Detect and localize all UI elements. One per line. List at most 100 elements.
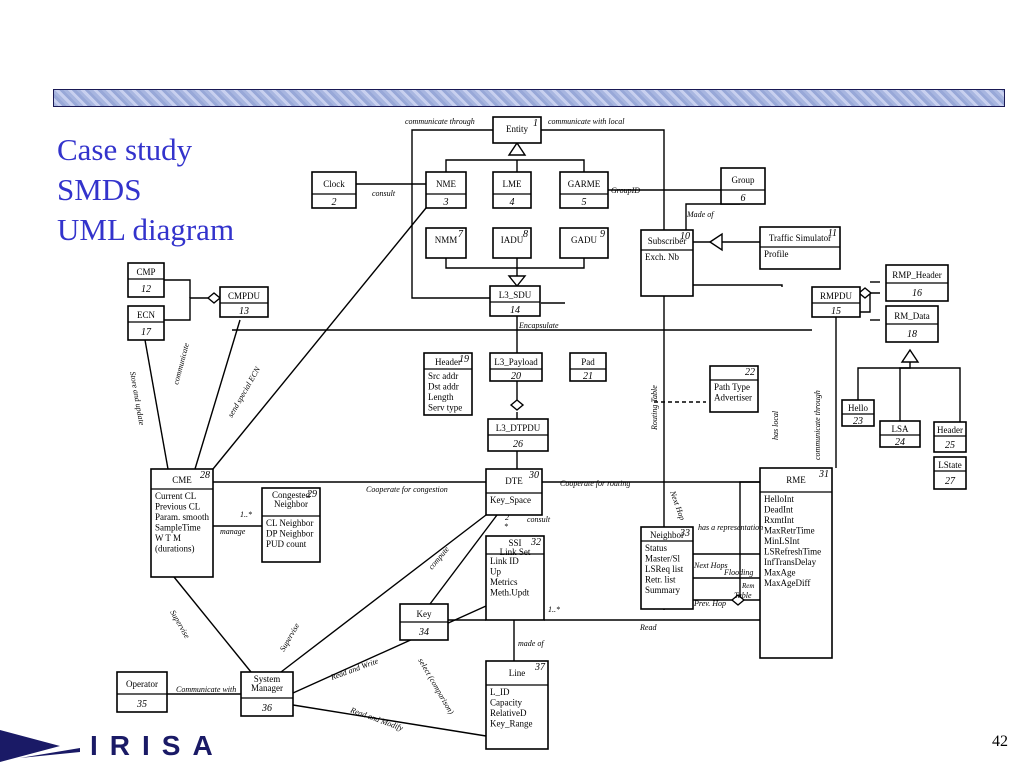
class-box [485,468,543,516]
class-number: 22 [745,367,755,378]
class-box [879,420,921,448]
class-name: L3_SDU [499,290,532,300]
class-name: SSI [508,538,521,548]
class-name: Subscriber [648,236,687,246]
class-name: Traffic Simulator [769,233,831,243]
association-label-store-and-update: Store and update [128,371,146,427]
association-label-made-of: Made of [686,210,715,219]
class-attribute: CL Neighbor [266,518,313,528]
class-name: GARME [568,179,601,189]
generalization-arrow [507,141,527,156]
connector-line [292,605,487,694]
class-name: CMPDU [228,291,261,301]
class-name: Pad [581,357,595,367]
class-name: Key [417,609,432,619]
class-number: 34 [418,627,429,638]
class-number: 17 [141,327,152,338]
association-label-has-a-representation: has a representation [698,523,763,532]
class-number: 13 [239,306,249,317]
connector-line [429,514,498,605]
association-label-communicate-with-local: communicate with local [548,117,625,126]
class-box [423,352,473,416]
header-banner [53,89,1005,107]
class-attribute: Key_Space [490,495,531,505]
class-number: 18 [907,329,917,340]
class-box [425,227,467,259]
class-box [841,399,875,427]
association-label-flooding: Flooding [723,568,753,577]
class-name: Line [509,668,526,678]
class-name: System [254,674,281,684]
class-attribute: RxmtInt [764,515,795,525]
class-box [425,171,467,209]
class-name: Neighbor [274,499,308,509]
class-attribute: Master/Sl [645,554,680,564]
connector-line [280,514,487,673]
class-name: LState [938,460,962,470]
association-label-read-and-modify: Read and Modify [348,705,404,733]
generalization-arrow [900,348,920,363]
class-number: 4 [510,197,515,208]
class-attribute: Serv type [428,403,462,413]
class-name: Header [937,425,963,435]
class-name: Neighbor [650,530,684,540]
generalization-arrow [708,232,723,252]
association-label-communicate-with: Communicate with [176,685,236,694]
class-attribute: Src addr [428,371,458,381]
class-name: L3_Payload [494,357,538,367]
class-number: 14 [510,305,520,316]
class-attribute: Profile [764,249,789,259]
class-box [311,171,357,209]
association-label-cooperate-congestion: Cooperate for congestion [366,485,448,494]
class-cmpdu: CMPDU 13 [219,286,269,318]
class-attribute: L_ID [490,687,510,697]
class-attribute: DeadInt [764,505,793,515]
class-attribute: Dst addr [428,382,459,392]
class-attribute: LSRefreshTime [764,547,821,557]
class-number: 31 [818,469,829,480]
class-name: CME [172,475,192,485]
class-number: 15 [831,306,841,317]
class-box [485,535,545,621]
association-label-prev-hop: Prev. Hop [693,599,726,608]
class-name: Entity [506,124,528,134]
class-number: 16 [912,288,922,299]
association-label-routing-table: Routing Table [650,385,659,431]
page-number: 42 [992,733,1008,750]
class-box [219,286,269,318]
class-number: 3 [443,197,449,208]
class-attribute: Up [490,567,501,577]
connector-line [411,262,490,299]
connector-line [292,704,487,737]
class-attribute: Previous CL [155,502,200,512]
class-name: CMP [136,267,155,277]
connector-line [411,129,493,262]
irisa-logo [0,730,80,762]
class-attribute: MaxAge [764,568,796,578]
class-box [933,421,967,453]
class-number: 35 [136,699,147,710]
title-line-1: Case study [57,132,193,167]
class-name: Congested [272,490,310,500]
class-l3sdu: L3_SDU 14 [489,285,541,317]
class-number: 19 [459,354,469,365]
association-label-rem: Rem [741,582,754,590]
association-label-table: Table [734,591,752,600]
class-box [240,671,294,717]
